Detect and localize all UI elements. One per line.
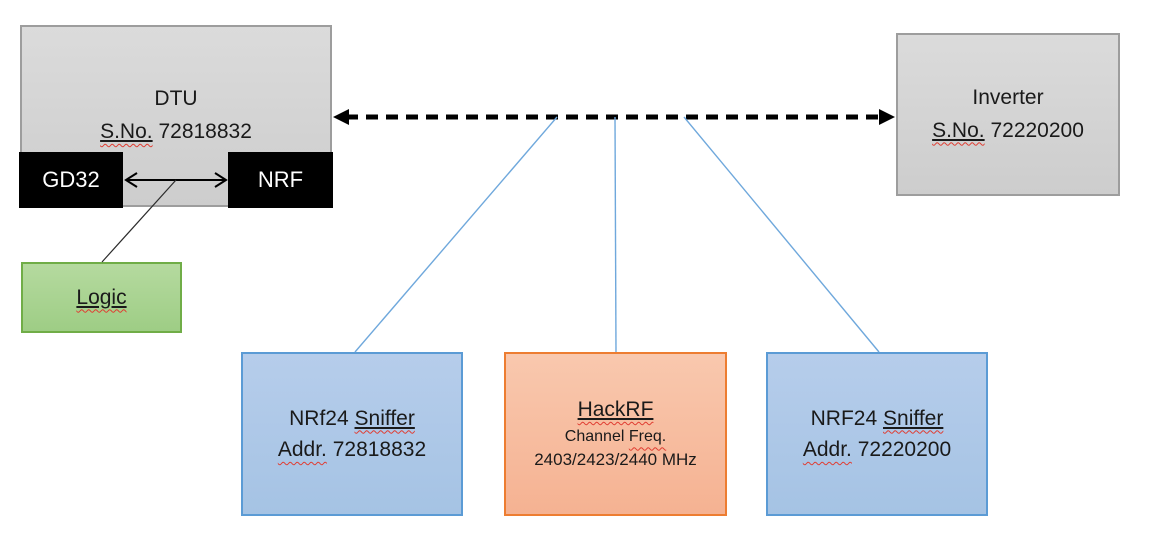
hackrf-connector — [614, 116, 617, 353]
inverter-box: Inverter S.No. 72220200 — [896, 33, 1120, 196]
dtu-title: DTU — [154, 87, 198, 111]
hackrf-freq-label: Channel Freq. — [564, 428, 667, 446]
gd32-box: GD32 — [19, 152, 123, 208]
sniffer-right-connector — [683, 116, 880, 353]
hackrf-box: HackRF Channel Freq. 2403/2423/2440 MHz — [504, 352, 727, 516]
sniffer-left-box: NRf24 Sniffer Addr. 72818832 — [241, 352, 463, 516]
inverter-serial: S.No. 72220200 — [932, 115, 1084, 148]
sniffer-left-title: NRf24 Sniffer — [289, 406, 415, 430]
nrf-box: NRF — [228, 152, 333, 208]
sniffer-right-title: NRF24 Sniffer — [810, 406, 944, 430]
dtu-serial: S.No. 72818832 — [100, 116, 252, 149]
inverter-title: Inverter — [972, 85, 1044, 109]
nrf-label: NRF — [257, 167, 304, 192]
sniffer-right-address: Addr. 72220200 — [802, 438, 952, 461]
inverter-serial-label: S.No. — [932, 118, 985, 142]
hackrf-frequencies: 2403/2423/2440 MHz — [534, 450, 697, 470]
gd32-label: GD32 — [42, 167, 100, 192]
logic-box: Logic — [21, 262, 182, 333]
dtu-serial-number: 72818832 — [158, 120, 252, 143]
inverter-serial-number: 72220200 — [990, 118, 1084, 142]
sniffer-left-address: Addr. 72818832 — [277, 438, 427, 461]
dtu-serial-label: S.No. — [100, 120, 153, 143]
dtu-inverter-dashed-arrow — [333, 109, 895, 125]
logic-label: Logic — [76, 285, 127, 309]
hackrf-title: HackRF — [577, 397, 654, 421]
sniffer-right-box: NRF24 Sniffer Addr. 72220200 — [766, 352, 988, 516]
sniffer-left-connector — [354, 116, 558, 353]
